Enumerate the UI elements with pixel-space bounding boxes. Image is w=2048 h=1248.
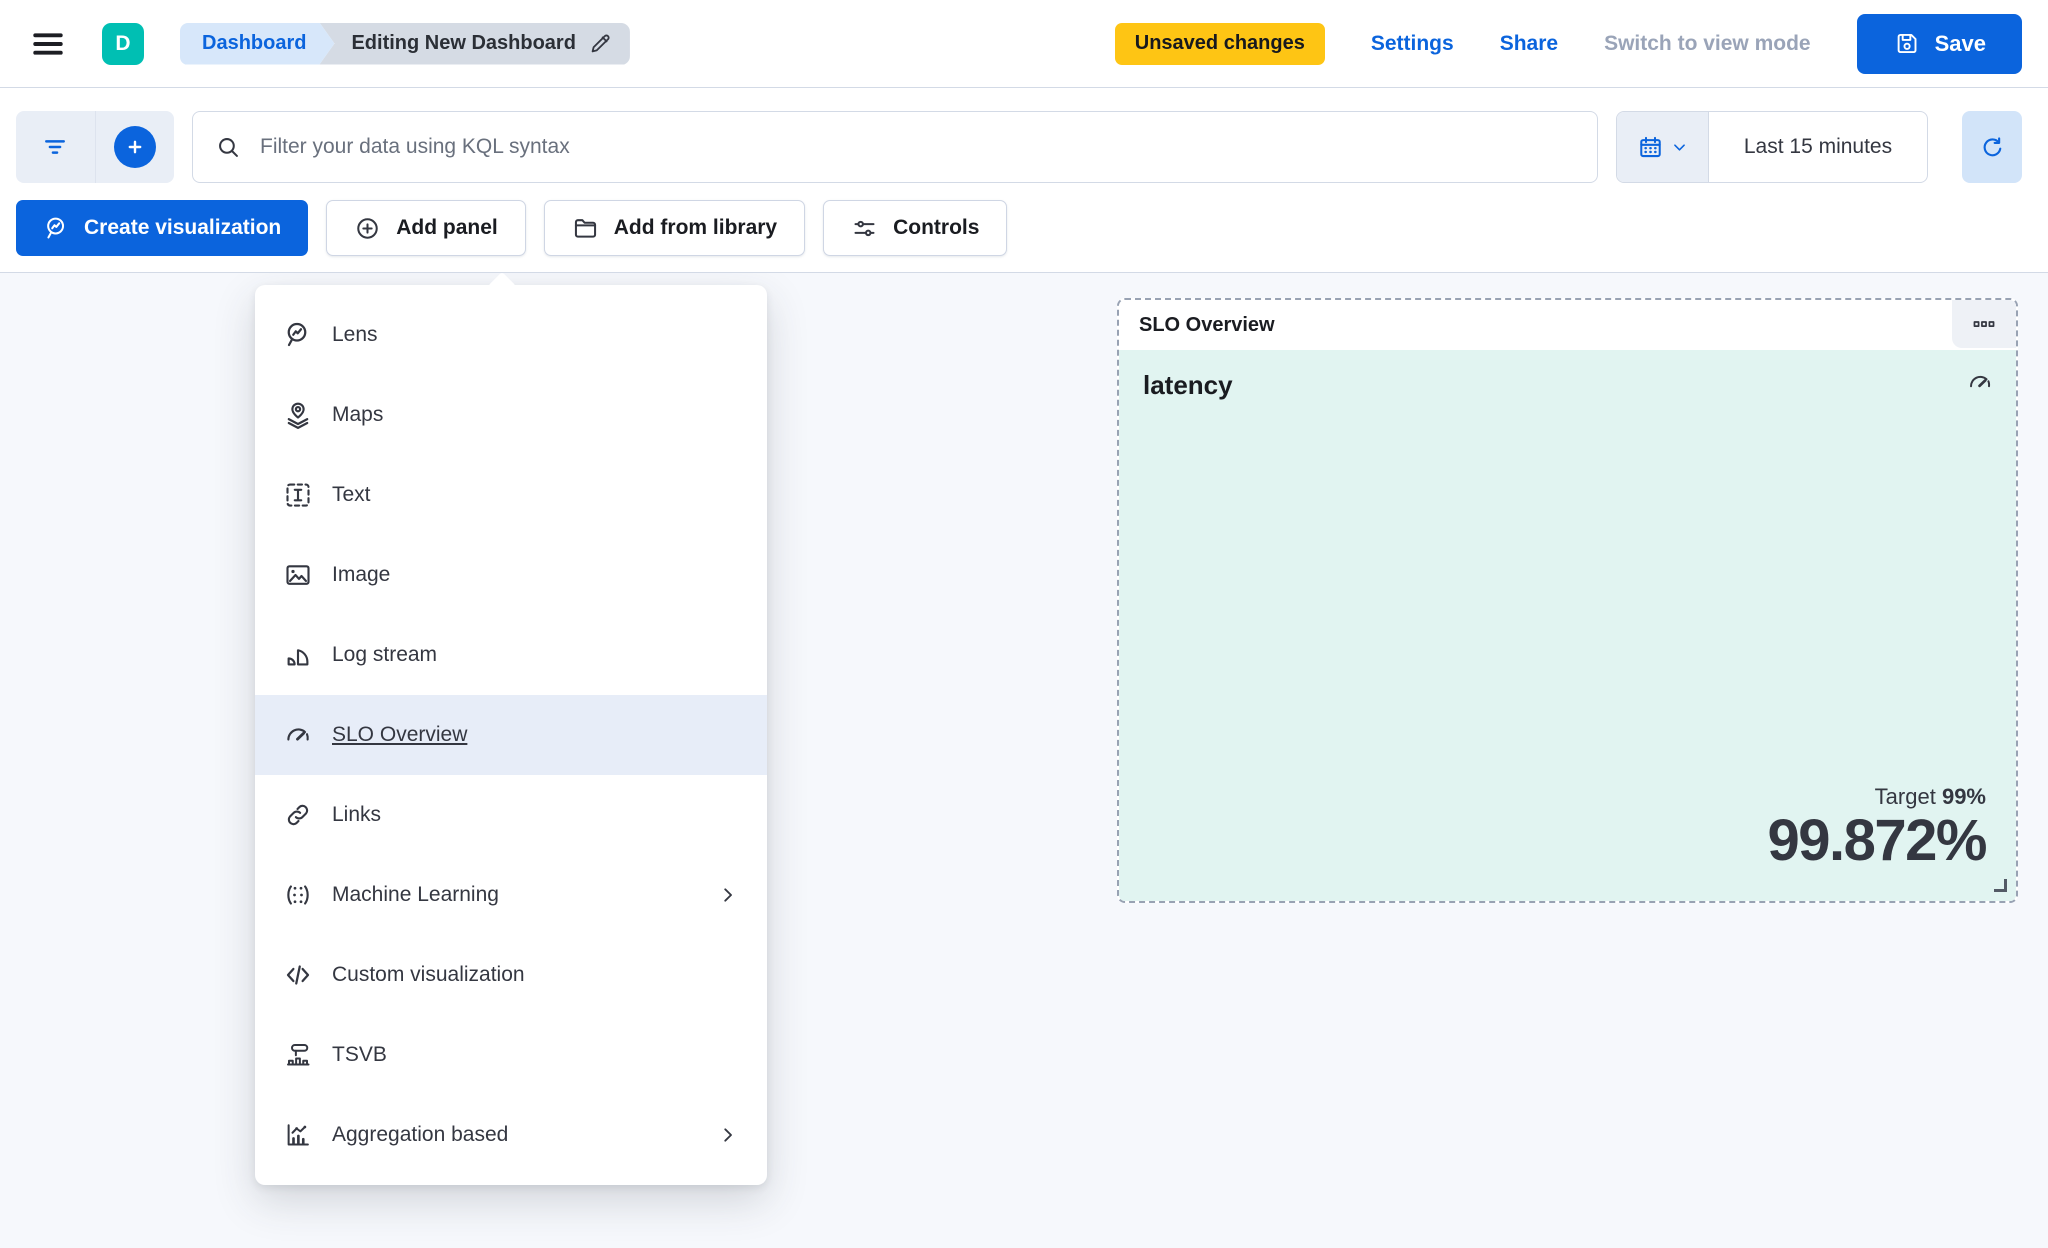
chevron-down-icon bbox=[1671, 139, 1688, 156]
add-panel-label: Add panel bbox=[396, 216, 498, 239]
controls-icon bbox=[851, 215, 878, 242]
create-visualization-label: Create visualization bbox=[84, 216, 282, 239]
menu-item-label: Links bbox=[332, 803, 382, 826]
kql-search-input[interactable]: Filter your data using KQL syntax bbox=[192, 111, 1598, 183]
maps-icon bbox=[283, 400, 313, 430]
unsaved-changes-badge: Unsaved changes bbox=[1114, 22, 1325, 65]
filter-button[interactable] bbox=[16, 111, 96, 183]
panel-options-button[interactable] bbox=[1952, 300, 2016, 348]
filter-icon bbox=[41, 133, 69, 161]
boxes-horizontal-icon bbox=[1971, 311, 1997, 337]
dashboard-canvas: Lens Maps Text bbox=[0, 273, 2048, 1248]
panel-resize-handle[interactable] bbox=[1994, 879, 2007, 892]
hamburger-icon bbox=[30, 26, 66, 62]
create-visualization-button[interactable]: Create visualization bbox=[16, 200, 309, 256]
menu-item-label: Custom visualization bbox=[332, 963, 525, 986]
lens-icon bbox=[43, 215, 70, 242]
slo-value: 99.872% bbox=[1767, 808, 1988, 874]
menu-item-label: SLO Overview bbox=[332, 723, 468, 746]
tsvb-icon bbox=[283, 1040, 313, 1070]
breadcrumb-dashboard[interactable]: Dashboard bbox=[180, 23, 334, 65]
dashboard-toolbar: Create visualization Add panel Add from … bbox=[16, 200, 2022, 256]
menu-item-machine-learning[interactable]: Machine Learning bbox=[255, 855, 767, 935]
log-stream-icon bbox=[283, 640, 313, 670]
menu-item-slo-overview[interactable]: SLO Overview bbox=[255, 695, 767, 775]
panel-title: SLO Overview bbox=[1139, 313, 1275, 336]
menu-item-maps[interactable]: Maps bbox=[255, 375, 767, 455]
slo-panel-body: latency Target 99% 99.872% bbox=[1119, 350, 2016, 901]
folder-icon bbox=[572, 215, 599, 242]
header-actions: Unsaved changes Settings Share Switch to… bbox=[1114, 13, 2022, 74]
header: D Dashboard Editing New Dashboard Unsave… bbox=[0, 0, 2048, 88]
breadcrumb-editing-label: Editing New Dashboard bbox=[351, 32, 576, 54]
menu-item-text[interactable]: Text bbox=[255, 455, 767, 535]
filter-button-group bbox=[16, 111, 174, 183]
slo-metric-name: latency bbox=[1143, 370, 1233, 400]
search-icon bbox=[215, 134, 242, 161]
save-button-label: Save bbox=[1934, 30, 1986, 56]
pencil-icon bbox=[588, 32, 612, 56]
query-toolbar-area: Filter your data using KQL syntax Last 1… bbox=[0, 88, 2048, 273]
filter-row: Filter your data using KQL syntax Last 1… bbox=[16, 111, 2022, 183]
menu-item-label: TSVB bbox=[332, 1043, 387, 1066]
menu-item-label: Maps bbox=[332, 403, 384, 426]
menu-item-tsvb[interactable]: TSVB bbox=[255, 1015, 767, 1095]
chevron-right-icon bbox=[717, 884, 739, 906]
breadcrumb-editing-title[interactable]: Editing New Dashboard bbox=[319, 22, 630, 65]
time-range-picker: Last 15 minutes bbox=[1616, 111, 1928, 183]
switch-view-mode-link[interactable]: Switch to view mode bbox=[1604, 31, 1811, 55]
menu-item-lens[interactable]: Lens bbox=[255, 295, 767, 375]
slo-target-value: 99% bbox=[1941, 784, 1986, 810]
time-range-value[interactable]: Last 15 minutes bbox=[1743, 135, 1893, 158]
menu-item-label: Aggregation based bbox=[332, 1123, 509, 1146]
breadcrumb: Dashboard Editing New Dashboard bbox=[180, 22, 630, 65]
save-icon bbox=[1893, 30, 1920, 57]
add-from-library-button[interactable]: Add from library bbox=[543, 200, 806, 256]
chevron-right-icon bbox=[717, 1124, 739, 1146]
calendar-dropdown-button[interactable] bbox=[1617, 112, 1709, 182]
share-link[interactable]: Share bbox=[1499, 31, 1559, 55]
plus-circle-icon bbox=[113, 126, 156, 168]
menu-item-log-stream[interactable]: Log stream bbox=[255, 615, 767, 695]
links-icon bbox=[283, 800, 313, 830]
kql-placeholder: Filter your data using KQL syntax bbox=[260, 135, 570, 158]
add-panel-button[interactable]: Add panel bbox=[326, 200, 526, 256]
slo-metric-values: Target 99% 99.872% bbox=[1767, 784, 1988, 874]
menu-item-custom-visualization[interactable]: Custom visualization bbox=[255, 935, 767, 1015]
aggregation-icon bbox=[283, 1120, 313, 1150]
menu-item-label: Log stream bbox=[332, 643, 438, 666]
text-icon bbox=[283, 480, 313, 510]
panel-header: SLO Overview bbox=[1119, 300, 2016, 350]
menu-toggle-button[interactable] bbox=[22, 18, 74, 70]
menu-item-label: Image bbox=[332, 563, 391, 586]
image-icon bbox=[283, 560, 313, 590]
add-from-library-label: Add from library bbox=[613, 216, 778, 239]
plus-circle-icon bbox=[354, 215, 381, 242]
menu-item-label: Machine Learning bbox=[332, 883, 499, 906]
gauge-icon bbox=[1966, 368, 1994, 396]
menu-item-aggregation-based[interactable]: Aggregation based bbox=[255, 1095, 767, 1175]
save-button[interactable]: Save bbox=[1856, 13, 2022, 74]
menu-item-label: Text bbox=[332, 483, 371, 506]
settings-link[interactable]: Settings bbox=[1370, 31, 1454, 55]
avatar[interactable]: D bbox=[102, 22, 144, 65]
code-icon bbox=[283, 960, 313, 990]
add-filter-button[interactable] bbox=[96, 111, 175, 183]
calendar-icon bbox=[1637, 134, 1664, 161]
slo-gauge-icon bbox=[283, 720, 313, 750]
menu-item-links[interactable]: Links bbox=[255, 775, 767, 855]
slo-overview-panel: SLO Overview latency Target 99% 99.872% bbox=[1117, 298, 2018, 903]
menu-item-image[interactable]: Image bbox=[255, 535, 767, 615]
add-panel-menu: Lens Maps Text bbox=[255, 273, 767, 1185]
refresh-icon bbox=[1979, 134, 2006, 161]
lens-icon bbox=[283, 320, 313, 350]
controls-label: Controls bbox=[893, 216, 980, 239]
menu-item-label: Lens bbox=[332, 323, 378, 346]
refresh-button[interactable] bbox=[1962, 111, 2022, 183]
controls-button[interactable]: Controls bbox=[823, 200, 1008, 256]
machine-learning-icon bbox=[283, 880, 313, 910]
add-panel-menu-items: Lens Maps Text bbox=[255, 295, 767, 1175]
slo-target-label: Target bbox=[1874, 784, 1936, 810]
